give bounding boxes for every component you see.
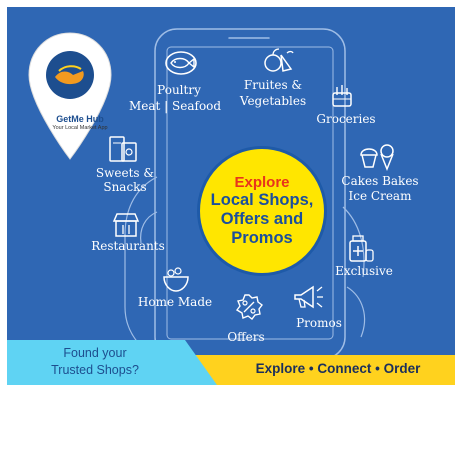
explore-line-shops: Local Shops, <box>210 190 314 209</box>
found-line-2: Trusted Shops? <box>51 363 139 377</box>
explore-line-promos: Promos <box>231 228 293 247</box>
category-restaurants[interactable]: Restaurants <box>91 239 165 253</box>
category-promos[interactable]: Promos <box>296 316 342 330</box>
category-exclusive[interactable]: Exclusive <box>335 264 393 278</box>
category-icecream[interactable]: Ice Cream <box>348 189 412 203</box>
megaphone-icon <box>294 285 323 309</box>
category-meat-seafood[interactable]: Meat | Seafood <box>129 99 222 113</box>
sweets-box-icon <box>109 136 137 162</box>
explore-circle[interactable]: Explore Local Shops, Offers and Promos <box>197 146 327 276</box>
found-shops-text: Found your Trusted Shops? <box>15 345 175 379</box>
home-made-bowl-icon <box>163 267 189 292</box>
category-home-made[interactable]: Home Made <box>137 295 213 309</box>
category-groceries[interactable]: Groceries <box>316 112 376 126</box>
fish-plate-icon <box>165 51 197 75</box>
tagline-bar <box>217 355 455 385</box>
category-snacks[interactable]: Snacks <box>103 180 147 194</box>
found-shops-bar <box>7 340 217 385</box>
grocery-basket-icon <box>332 85 352 107</box>
explore-line-offers: Offers and <box>220 209 304 228</box>
explore-connect-order-tagline: Explore • Connect • Order <box>255 361 421 376</box>
explore-heading: Explore <box>234 173 290 191</box>
category-offers[interactable]: Offers <box>227 330 265 344</box>
category-cakes[interactable]: Cakes Bakes <box>341 174 419 188</box>
logo-pin-icon <box>28 32 112 160</box>
promo-banner: GetMe Hub Your Local Market App Poultry … <box>7 7 455 385</box>
restaurant-icon <box>112 213 140 237</box>
logo-brand-name: GetMe Hub <box>56 114 104 124</box>
found-line-1: Found your <box>63 346 127 360</box>
discount-badge-icon <box>235 294 263 320</box>
fruit-vegetable-icon <box>264 48 294 72</box>
category-vegetables[interactable]: Vegetables <box>239 94 307 108</box>
exclusive-medicine-icon <box>349 235 374 262</box>
logo-tagline: Your Local Market App <box>52 125 108 131</box>
category-sweets[interactable]: Sweets & <box>95 166 155 180</box>
cupcake-icecream-icon <box>360 144 394 171</box>
category-poultry[interactable]: Poultry <box>157 83 201 97</box>
category-fruits[interactable]: Fruites & <box>243 78 303 92</box>
